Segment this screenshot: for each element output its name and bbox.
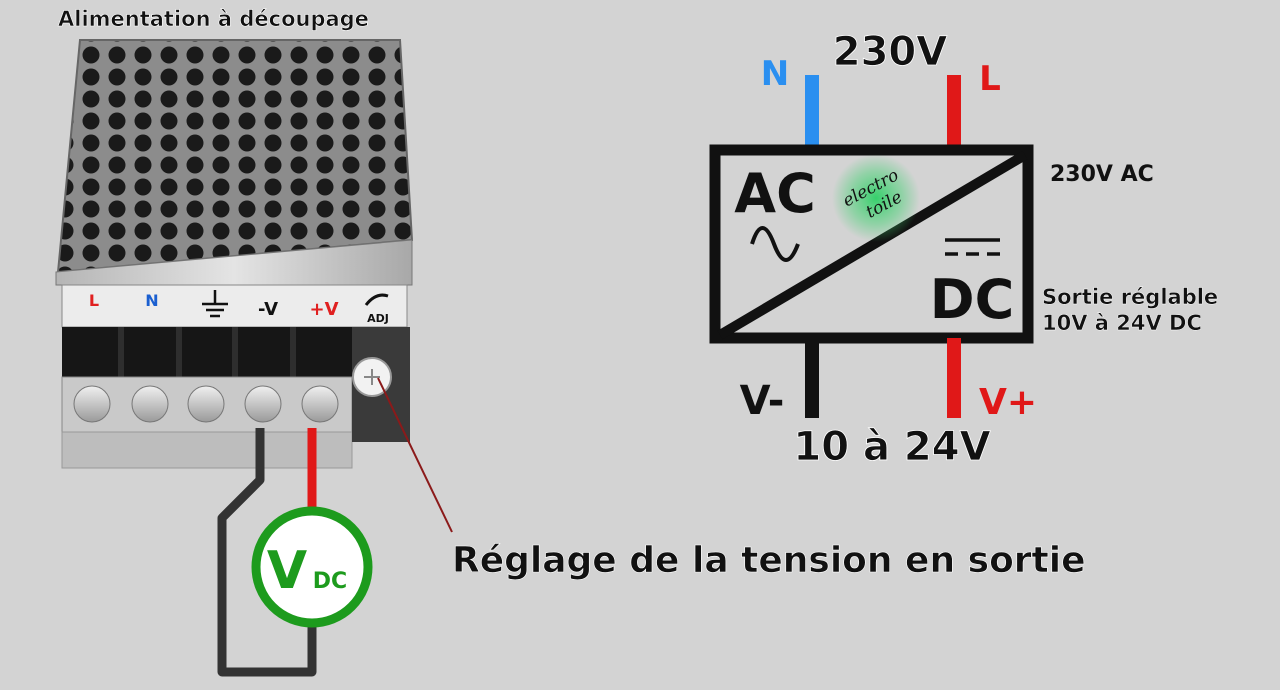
screw-icon [301, 385, 339, 423]
screw-icon [73, 385, 111, 423]
terminal-labels: L N -V +V ADJ [89, 290, 389, 325]
ground-icon [202, 290, 228, 318]
schematic: 230V N L AC electro toile DC 230V AC Sor… [709, 29, 1218, 470]
dc-label: DC [930, 268, 1014, 331]
adj-label: ADJ [367, 312, 389, 325]
psu-base [61, 431, 353, 469]
voltmeter-icon [251, 506, 373, 628]
psu-title: Alimentation à découpage [58, 7, 369, 31]
live-label: L [979, 59, 1001, 99]
screw-icon [131, 385, 169, 423]
power-supply: Alimentation à découpage L N -V +V ADJ [55, 7, 414, 469]
dc-symbol-icon [945, 238, 1000, 256]
terminal-label-minus-v: -V [258, 299, 278, 320]
input-desc: 230V AC [1050, 162, 1154, 187]
v-minus-label: V- [740, 378, 785, 424]
converter-diagonal [717, 150, 1028, 340]
adjust-pointer-line [377, 377, 453, 533]
screw-icons [73, 385, 339, 423]
psu-front-band [55, 239, 413, 286]
adjust-curve-icon [364, 293, 389, 306]
sine-wave-icon [750, 226, 800, 262]
meter-wires [217, 377, 453, 677]
output-range-label: 10 à 24V [793, 424, 990, 470]
voltmeter-symbol: V [267, 541, 307, 601]
terminal-label-l: L [89, 291, 99, 310]
screw-icon [244, 385, 282, 423]
terminal-label-plus-v: +V [309, 299, 338, 320]
ac-label: AC [734, 162, 815, 225]
watermark-glow [832, 154, 920, 242]
terminal-block [62, 327, 352, 377]
voltmeter: V DC [251, 506, 373, 628]
terminal-label-n: N [145, 291, 158, 310]
adjust-caption: Réglage de la tension en sortie [452, 540, 1086, 581]
output-desc-line1: Sortie réglable [1042, 285, 1218, 309]
v-plus-label: V+ [979, 382, 1037, 423]
output-desc-line2: 10V à 24V DC [1042, 311, 1202, 335]
negative-wire [217, 428, 317, 677]
psu-cover [56, 39, 414, 274]
neutral-label: N [761, 54, 789, 94]
terminal-label-plate [61, 284, 408, 328]
terminal-dividers [118, 327, 296, 377]
screw-icon [187, 385, 225, 423]
voltmeter-dc: DC [313, 569, 347, 594]
converter-box [709, 144, 1034, 344]
input-voltage-label: 230V [833, 29, 947, 75]
